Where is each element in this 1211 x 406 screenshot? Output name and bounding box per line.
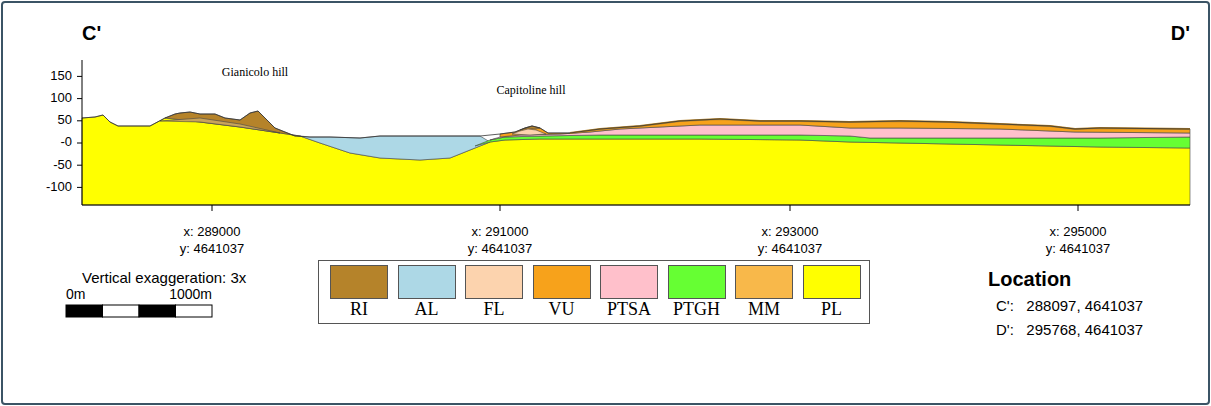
legend-label: PL [821,299,842,320]
coordinate-label: x: 295000 [1049,225,1106,239]
legend-label: RI [350,299,368,320]
coordinate-label: x: 293000 [761,225,818,239]
coordinate-label: x: 289000 [183,225,240,239]
hill-label: Gianicolo hill [220,66,290,79]
axis-tick-label: 150 [50,69,72,83]
section-end-label: C' [82,22,101,44]
legend-swatch [533,265,591,299]
scale-bar [139,305,176,317]
legend-swatch [803,265,861,299]
fl-unit [512,129,546,135]
legend-label: MM [748,299,780,320]
axis-tick-label: -50 [53,158,72,172]
section-end-label: D' [1171,22,1190,44]
axis-tick-label: 50 [58,113,72,127]
location-coordinate: C': 288097, 4641037 [996,298,1143,315]
coordinate-label: y: 4641037 [758,242,822,256]
axis-tick-label: -100 [46,180,72,194]
al-unit [300,136,490,160]
axis-tick [77,98,82,99]
coordinate-label: y: 4641037 [468,242,532,256]
legend-label: PTSA [607,299,651,320]
ri-lower-unit [160,118,280,133]
ground-surface [82,111,1190,138]
axis-tick [77,187,82,188]
scale-bar [66,305,103,317]
axis-tick [77,143,82,144]
exaggeration-note: Vertical exaggeration: 3x [82,270,246,287]
axis-tick [790,205,791,211]
coordinate-label: y: 4641037 [1046,242,1110,256]
pl-unit [82,115,1190,205]
scale-bar [176,305,213,317]
legend-swatch [330,265,388,299]
hill-label: Capitoline hill [496,84,566,97]
legend-label: FL [483,299,504,320]
axis-tick-label: -0 [60,135,72,149]
scale-label: 1000m [169,287,212,302]
axis-tick [77,120,82,121]
legend-label: PTGH [673,299,720,320]
axis-tick [500,205,501,211]
legend-swatch [600,265,658,299]
location-coordinate: D': 295768, 4641037 [996,322,1143,339]
coordinate-label: x: 291000 [471,225,528,239]
legend-label: VU [549,299,575,320]
location-heading: Location [988,268,1071,290]
axis-tick [1078,205,1079,211]
axis-tick-label: 100 [50,91,72,105]
legend-swatch [668,265,726,299]
legend-swatch [465,265,523,299]
legend-swatch [398,265,456,299]
legend-swatch [735,265,793,299]
axis-tick [212,205,213,211]
scale-bar [103,305,140,317]
axis-tick [77,165,82,166]
axis-tick [77,76,82,77]
scale-label: 0m [66,287,85,302]
axis-line [82,60,1190,205]
coordinate-label: y: 4641037 [180,242,244,256]
legend-label: AL [415,299,439,320]
